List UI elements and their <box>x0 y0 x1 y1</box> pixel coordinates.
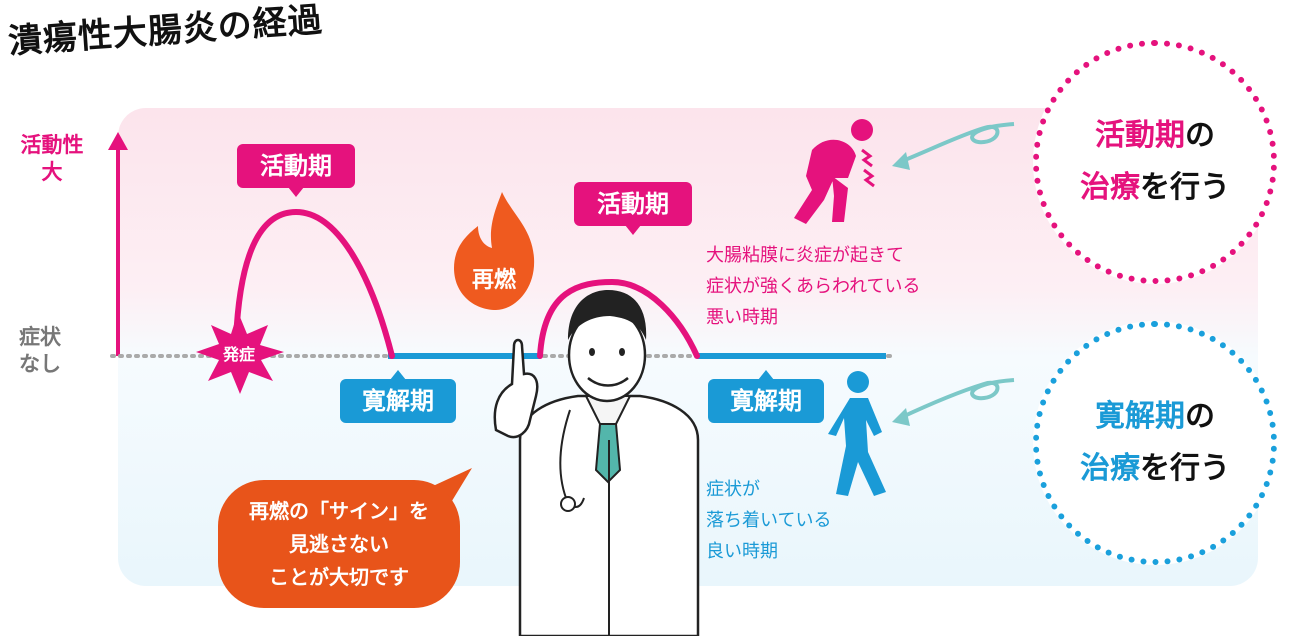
axis-baseline-label-line1: 症状 <box>19 325 61 349</box>
axis-top-label-line1: 活動性 <box>20 133 84 157</box>
remission-treatment-verb: を行う <box>1140 451 1230 486</box>
remission-description-line: 落ち着いている <box>706 510 832 531</box>
remission-description-line: 症状が <box>706 479 760 500</box>
axis-top-label: 活動性 大 <box>0 132 104 186</box>
active-curve-1 <box>233 208 395 359</box>
speech-bubble-line: 見逃さない <box>289 531 389 556</box>
arrow-head-active <box>892 152 910 170</box>
remission-phase-tag-2: 寛解期 <box>708 370 824 423</box>
axis-baseline-label: 症状 なし <box>0 324 80 378</box>
remission-treatment-line1: 寛解期の <box>1095 391 1215 443</box>
arrow-head-remission <box>892 408 910 426</box>
remission-description: 症状が 落ち着いている 良い時期 <box>706 474 906 567</box>
remission-treatment-word: 治療 <box>1080 451 1140 486</box>
arrow-to-remission-circle <box>899 378 1015 420</box>
remission-treatment-circle: 寛解期の 治療を行う <box>1033 321 1277 565</box>
arrow-to-active-circle <box>899 122 1015 164</box>
axis-arrow-head <box>108 132 128 150</box>
active-phase-tag-1: 活動期 <box>237 144 355 197</box>
remission-phase-tag-1: 寛解期 <box>340 370 456 423</box>
active-treatment-particle: の <box>1185 118 1215 153</box>
active-curve-2 <box>537 278 700 359</box>
remission-treatment-particle: の <box>1185 399 1215 434</box>
active-phase-tag-2: 活動期 <box>574 182 692 235</box>
flare-flame-icon <box>454 192 535 310</box>
active-treatment-phase: 活動期 <box>1095 118 1185 153</box>
onset-starburst <box>196 312 284 394</box>
remission-treatment-phase: 寛解期 <box>1095 399 1185 434</box>
active-treatment-line1: 活動期の <box>1095 110 1215 162</box>
active-treatment-line2: 治療を行う <box>1080 162 1230 214</box>
axis-baseline-label-line2: なし <box>19 352 61 376</box>
active-description-line: 大腸粘膜に炎症が起きて <box>706 245 904 266</box>
active-treatment-circle: 活動期の 治療を行う <box>1033 40 1277 284</box>
speech-bubble: 再燃の「サイン」を 見逃さない ことが大切です <box>218 480 460 608</box>
speech-bubble-line: 再燃の「サイン」を <box>249 498 429 523</box>
speech-bubble-line: ことが大切です <box>269 564 409 589</box>
active-treatment-word: 治療 <box>1080 170 1140 205</box>
remission-treatment-line2: 治療を行う <box>1080 443 1230 495</box>
flare-label: 再燃 <box>471 268 516 293</box>
remission-description-line: 良い時期 <box>706 541 778 562</box>
axis-top-label-line2: 大 <box>41 160 63 184</box>
walking-person-icon <box>828 371 886 496</box>
active-treatment-verb: を行う <box>1140 170 1230 205</box>
sick-person-icon <box>794 119 875 224</box>
active-description-line: 悪い時期 <box>706 307 778 328</box>
active-description: 大腸粘膜に炎症が起きて 症状が強くあらわれている 悪い時期 <box>706 240 1006 333</box>
doctor-illustration <box>493 290 700 636</box>
active-description-line: 症状が強くあらわれている <box>706 276 921 297</box>
onset-label: 発症 <box>222 345 255 364</box>
